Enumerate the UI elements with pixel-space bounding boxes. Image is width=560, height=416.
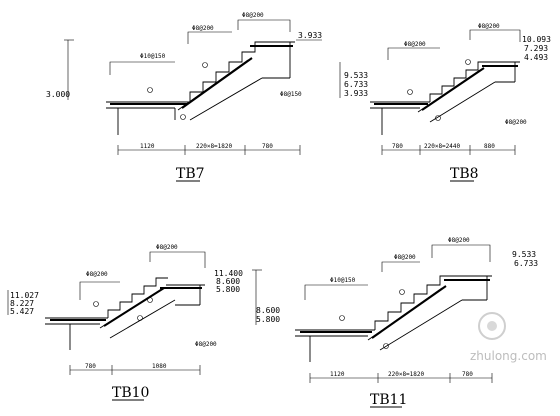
tb11-dim-right: 780 <box>462 371 473 378</box>
tb7-mark-2 <box>180 114 186 120</box>
tb10-drawing: 11.027 8.227 5.427 Φ8@200 11.400 8.600 5… <box>7 244 243 401</box>
tb10-elev-left1: 11.027 <box>10 291 39 300</box>
tb11-rebar-top: Φ8@200 <box>448 237 470 244</box>
tb11-dim-mid: 220×8=1820 <box>388 371 425 378</box>
tb7-dim-left: 1120 <box>140 143 155 150</box>
tb10-rebar-left: Φ8@200 <box>86 271 108 278</box>
tb7-incline-bar <box>181 57 253 109</box>
tb8-mark-3 <box>465 59 471 65</box>
tb8-dim-left: 780 <box>392 143 403 150</box>
tb10-elev-left2: 8.227 <box>10 299 34 308</box>
tb11-elev-top2: 6.733 <box>514 259 538 268</box>
tb11-steps <box>374 275 453 330</box>
tb11-elev-left2: 5.800 <box>256 315 280 324</box>
tb10-elev-top3: 5.800 <box>216 285 240 294</box>
tb11-drawing: 8.600 5.800 Φ8@200 9.533 6.733 Φ10@150 Φ… <box>252 237 538 408</box>
tb8-elev-left3: 3.933 <box>344 89 368 98</box>
tb8-steps <box>429 61 490 102</box>
tb11-mark-3 <box>399 289 405 295</box>
tb10-dim-right: 1080 <box>152 363 167 370</box>
tb11-incline-bottom <box>379 299 463 351</box>
tb8-elev-top3: 4.493 <box>524 53 548 62</box>
tb10-mark-1 <box>93 301 99 307</box>
tb7-rebar-left: Φ10@150 <box>140 53 166 60</box>
tb11-elev-top1: 9.533 <box>512 250 536 259</box>
tb8-rebar-left: Φ8@200 <box>404 41 426 48</box>
watermark-logo-icon <box>478 312 506 340</box>
tb7-incline-bottom <box>189 77 263 121</box>
tb7-elev-top: 3.933 <box>298 31 322 40</box>
tb10-steps <box>107 277 168 318</box>
tb7-callout-top <box>237 19 291 32</box>
tb8-title: TB8 <box>450 166 479 182</box>
tb11-incline-bar <box>371 285 447 339</box>
tb7-dim-mid: 220×8=1820 <box>196 143 233 150</box>
tb11-callout-top <box>431 244 491 262</box>
tb7-elev-left: 3.000 <box>46 90 70 99</box>
tb10-elev-left3: 5.427 <box>10 307 34 316</box>
tb8-drawing: 9.533 6.733 3.933 Φ8@200 10.093 7.293 4.… <box>339 23 551 182</box>
tb7-dim-right: 780 <box>262 143 273 150</box>
tb10-incline-bar <box>103 287 165 327</box>
tb10-elev-top1: 11.400 <box>214 269 243 278</box>
tb8-elev-left2: 6.733 <box>344 80 368 89</box>
tb11-callout-left <box>304 284 368 300</box>
tb11-mark-1 <box>339 315 345 321</box>
tb8-mark-2 <box>435 115 441 121</box>
tb11-rebar-mid: Φ8@200 <box>394 254 416 261</box>
tb8-elev-top1: 10.093 <box>522 35 551 44</box>
tb8-rebar-slab: Φ8@200 <box>505 119 527 126</box>
tb11-title: TB11 <box>370 392 407 408</box>
tb10-mark-2 <box>137 315 143 321</box>
tb10-rebar-top: Φ8@200 <box>156 244 178 251</box>
tb8-dim-right: 880 <box>484 143 495 150</box>
tb7-rebar-top: Φ8@200 <box>242 12 264 19</box>
tb8-incline-bottom <box>429 81 496 123</box>
tb10-callout-top <box>149 251 206 268</box>
tb10-callout-left <box>79 281 120 300</box>
tb7-rebar-mid: Φ8@200 <box>192 25 214 32</box>
tb8-callout-left <box>387 47 440 60</box>
tb7-mark-1 <box>147 87 153 93</box>
tb10-elev-top2: 8.600 <box>216 277 240 286</box>
tb11-rebar-left: Φ10@150 <box>330 277 356 284</box>
tb8-mark-1 <box>407 89 413 95</box>
tb8-rebar-top: Φ8@200 <box>478 23 500 30</box>
tb10-rebar-slab: Φ8@200 <box>195 341 217 348</box>
tb11-callout-mid <box>381 261 420 272</box>
tb8-incline-bar <box>421 67 485 111</box>
watermark-text: zhulong.com <box>470 349 547 363</box>
tb8-dim-mid: 220×8=2440 <box>424 143 461 150</box>
tb11-elev-left1: 8.600 <box>256 306 280 315</box>
tb11-mark-2 <box>383 343 389 349</box>
tb8-callout-top <box>469 29 521 42</box>
tb8-elev-left1: 9.533 <box>344 71 368 80</box>
tb7-drawing: 3.000 Φ8@200 3.933 Φ10@150 Φ8@200 Φ8@150 <box>46 12 322 182</box>
tb7-rebar-slab: Φ8@150 <box>280 91 302 98</box>
tb11-dim-left: 1120 <box>330 371 345 378</box>
tb10-mark-3 <box>147 297 153 303</box>
tb8-elev-top2: 7.293 <box>524 44 548 53</box>
watermark: zhulong.com <box>470 312 547 363</box>
tb10-dim-left: 780 <box>85 363 96 370</box>
tb7-callout-left <box>109 61 175 75</box>
watermark-logo-core <box>487 321 497 331</box>
tb7-callout-mid <box>187 31 232 44</box>
tb10-title: TB10 <box>112 385 149 401</box>
tb7-mark-3 <box>202 62 208 68</box>
tb7-title: TB7 <box>176 166 205 182</box>
